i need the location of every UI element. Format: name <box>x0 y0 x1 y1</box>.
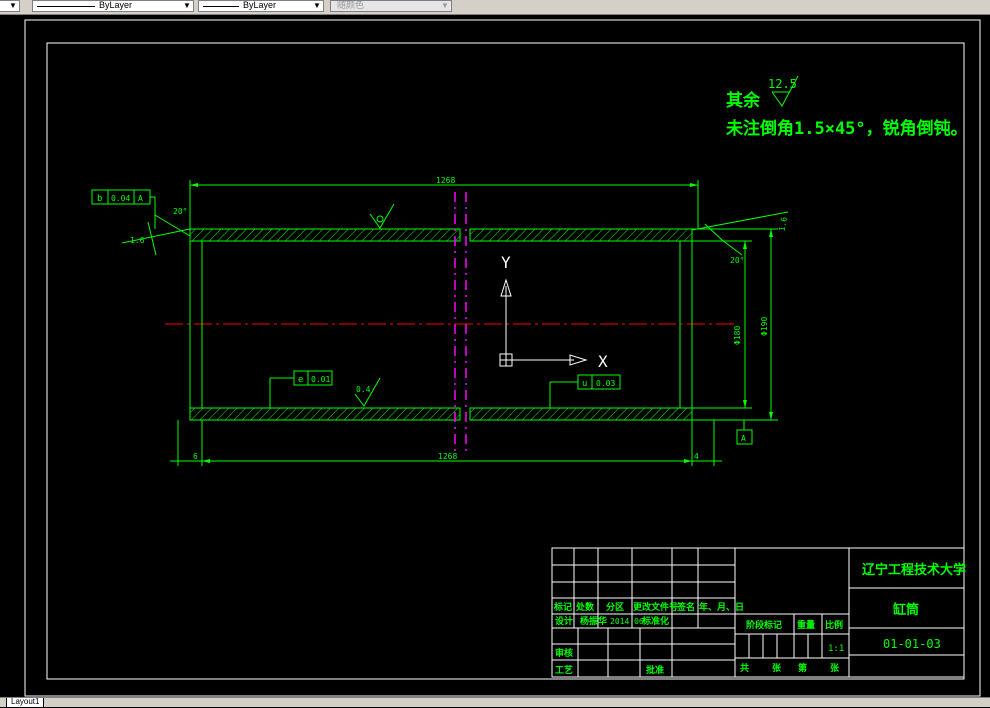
ucs-x-label: X <box>598 352 608 371</box>
straightness-value: 0.01 <box>311 375 330 384</box>
drawing-number: 01-01-03 <box>883 637 941 651</box>
review-label: 审核 <box>555 647 573 658</box>
rest-roughness-symbol: 12.5 <box>768 75 799 107</box>
process-label: 工艺 <box>555 664 573 675</box>
cylindricity-symbol: u <box>582 379 587 389</box>
linetype-preview <box>37 6 95 7</box>
datum-box: A <box>736 420 753 445</box>
header-date: 年、月、日 <box>699 601 744 612</box>
dim-overall-bottom: 1268 6 4 <box>170 420 722 466</box>
header-signature: 签名 <box>676 601 695 612</box>
tab-layout1[interactable]: Layout1 <box>6 698 45 708</box>
ucs-icon: Y X <box>499 253 608 371</box>
dim-outer-diameter: Φ190 <box>692 228 778 421</box>
angle-right-value: 20° <box>730 256 744 265</box>
runout-value: 0.04 <box>111 194 130 203</box>
dim-overall-bottom-value: 1268 <box>438 452 457 461</box>
roughness-bottom-value: 0.4 <box>356 385 371 394</box>
roughness-top <box>369 203 395 229</box>
lineweight-preview <box>203 6 239 7</box>
lineweight-value: ByLayer <box>243 0 277 10</box>
header-mark: 标记 <box>553 601 572 612</box>
dim-chamfer-right: 20° 1.6 <box>691 211 789 265</box>
dim-inner-diameter: Φ180 <box>692 240 752 409</box>
part-name: 缸筒 <box>892 602 919 617</box>
tube-wall-top-left <box>189 228 461 242</box>
chevron-down-icon: ▼ <box>183 1 191 10</box>
rest-label: 其余 <box>726 90 761 111</box>
tube-wall-bottom-right <box>469 407 693 421</box>
sheets-unit-1: 张 <box>772 662 782 673</box>
inner-diameter-value: Φ180 <box>733 326 742 345</box>
tube-wall-bottom-left <box>189 407 461 421</box>
plotstyle-dropdown[interactable]: 随颜色 ▼ <box>330 0 452 12</box>
roughness-bottom: 0.4 <box>354 377 381 407</box>
linetype-value: ByLayer <box>99 0 133 10</box>
runout-symbol: b <box>97 194 102 204</box>
datum-label: A <box>741 434 746 443</box>
dim-overall-top: 1268 <box>189 176 699 229</box>
header-count: 处数 <box>575 601 595 612</box>
color-dropdown[interactable]: ▼ <box>0 0 20 12</box>
header-zone: 分区 <box>606 601 624 612</box>
chevron-down-icon: ▼ <box>313 1 321 10</box>
linetype-dropdown[interactable]: ByLayer ▼ <box>32 0 194 12</box>
designer-name: 杨振华 <box>580 615 607 626</box>
header-change-doc: 更改文件号 <box>633 601 678 612</box>
runout-datum: A <box>138 194 143 203</box>
dim-right-offset-value: 4 <box>694 452 699 461</box>
straightness-symbol: e <box>298 375 303 385</box>
sheets-total-label: 共 <box>740 662 749 673</box>
title-block: 标记 处数 分区 更改文件号 签名 年、月、日 设计 杨振华 2014.06 标… <box>551 547 966 678</box>
ucs-y-label: Y <box>501 253 511 272</box>
weight-label: 重量 <box>797 619 815 630</box>
tolerance-runout: b 0.04 A <box>91 189 156 229</box>
standardization-label: 标准化 <box>641 615 669 626</box>
sheet-no-label: 第 <box>798 662 807 673</box>
dim-left-offset-value: 6 <box>193 452 198 461</box>
chamfer-right-value: 1.6 <box>778 216 789 232</box>
sheets-unit-2: 张 <box>830 662 840 673</box>
scale-label: 比例 <box>825 619 843 630</box>
tolerance-cylindricity: u 0.03 <box>549 374 621 408</box>
design-date: 2014.06 <box>610 617 644 626</box>
rest-roughness-value: 12.5 <box>768 77 797 91</box>
dim-overall-top-value: 1268 <box>436 176 455 185</box>
properties-toolbar: ▼ ByLayer ▼ ByLayer ▼ 随颜色 ▼ <box>0 0 990 15</box>
chamfer-left-value: 1.6 <box>130 236 145 245</box>
outer-diameter-value: Φ190 <box>760 317 769 336</box>
chamfer-note: 未注倒角1.5×45°，锐角倒钝。 <box>725 118 968 139</box>
university-name: 辽宁工程技术大学 <box>862 562 966 577</box>
drawing-frame <box>46 42 965 680</box>
design-label: 设计 <box>555 615 573 626</box>
scale-value: 1:1 <box>828 644 844 654</box>
tube-wall-top-right <box>469 228 693 242</box>
dim-chamfer-left: 20° 1.6 <box>121 207 191 256</box>
chevron-down-icon: ▼ <box>9 1 17 10</box>
stage-label: 阶段标记 <box>746 619 782 630</box>
lineweight-dropdown[interactable]: ByLayer ▼ <box>198 0 324 12</box>
angle-left-value: 20° <box>173 207 187 216</box>
cylindricity-value: 0.03 <box>596 379 615 388</box>
viewport-border <box>24 19 981 697</box>
plotstyle-value: 随颜色 <box>337 0 365 10</box>
chevron-down-icon: ▼ <box>441 1 449 10</box>
tolerance-straightness: e 0.01 <box>269 370 333 408</box>
approve-label: 批准 <box>646 664 664 675</box>
